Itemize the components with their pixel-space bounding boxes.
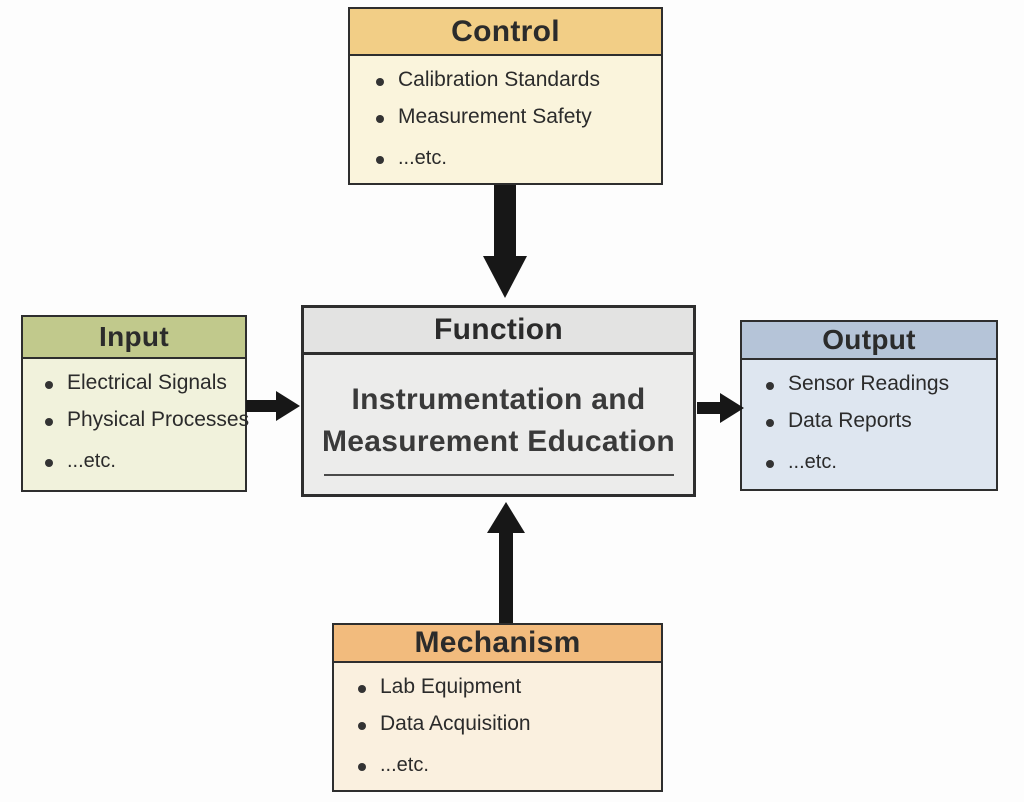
list-item-label: Physical Processes bbox=[67, 408, 250, 431]
output-box-header: Output bbox=[742, 322, 996, 360]
control-box-body: Calibration Standards Measurement Safety… bbox=[350, 56, 661, 183]
list-item-label: ...etc. bbox=[380, 754, 429, 776]
input-box: Input Electrical Signals Physical Proces… bbox=[21, 315, 249, 492]
list-item-label: Lab Equipment bbox=[380, 675, 522, 698]
arrow-shaft bbox=[494, 185, 516, 256]
control-list: Calibration Standards Measurement Safety… bbox=[350, 56, 661, 170]
arrow-shaft bbox=[246, 400, 276, 412]
mechanism-box-header: Mechanism bbox=[334, 625, 661, 663]
arrow-up-icon bbox=[486, 502, 526, 623]
bullet-dot-icon bbox=[45, 417, 53, 426]
mechanism-list: Lab Equipment Data Acquisition ...etc. bbox=[334, 663, 661, 777]
function-title: Function bbox=[433, 313, 564, 346]
list-item: Lab Equipment bbox=[358, 675, 655, 699]
mechanism-box-body: Lab Equipment Data Acquisition ...etc. bbox=[334, 663, 661, 790]
list-item: ...etc. bbox=[358, 754, 655, 777]
list-item-label: ...etc. bbox=[788, 451, 837, 473]
arrow-head bbox=[487, 502, 525, 533]
input-box-body: Electrical Signals Physical Processes ..… bbox=[23, 359, 249, 490]
list-item-label: Sensor Readings bbox=[788, 372, 950, 395]
list-item-label: Measurement Safety bbox=[398, 105, 592, 128]
bullet-dot-icon bbox=[376, 77, 384, 86]
list-item: ...etc. bbox=[376, 147, 655, 170]
list-item-label: Calibration Standards bbox=[398, 68, 600, 91]
control-box-header: Control bbox=[350, 9, 661, 56]
bullet-dot-icon bbox=[766, 418, 774, 427]
list-item-label: Data Reports bbox=[788, 409, 912, 432]
function-text-line1: Instrumentation and bbox=[351, 383, 646, 416]
bullet-dot-icon bbox=[45, 459, 53, 467]
list-item-label: Electrical Signals bbox=[67, 371, 227, 394]
list-item: ...etc. bbox=[766, 451, 990, 474]
input-box-header: Input bbox=[23, 317, 245, 359]
arrow-head bbox=[483, 256, 527, 298]
list-item-label: ...etc. bbox=[398, 147, 447, 169]
output-box-body: Sensor Readings Data Reports ...etc. bbox=[742, 360, 996, 489]
list-item: ...etc. bbox=[45, 450, 239, 473]
control-box: Control Calibration Standards Measuremen… bbox=[348, 7, 663, 185]
list-item-label: ...etc. bbox=[67, 450, 116, 472]
arrow-head bbox=[276, 391, 300, 421]
control-title: Control bbox=[451, 14, 560, 48]
bullet-dot-icon bbox=[766, 381, 774, 390]
function-underline bbox=[323, 474, 674, 476]
arrow-shaft bbox=[697, 402, 720, 414]
list-item: Physical Processes bbox=[45, 408, 249, 432]
arrow-head bbox=[720, 393, 744, 423]
output-title: Output bbox=[822, 324, 916, 355]
output-box: Output Sensor Readings Data Reports ...e… bbox=[740, 320, 998, 491]
function-text-line2: Measurement Education bbox=[321, 425, 676, 458]
input-title: Input bbox=[99, 321, 169, 352]
function-box-body: Instrumentation and Measurement Educatio… bbox=[304, 355, 693, 494]
list-item-label: Data Acquisition bbox=[380, 712, 531, 735]
list-item: Calibration Standards bbox=[376, 68, 655, 92]
list-item: Electrical Signals bbox=[45, 371, 239, 395]
function-box-header: Function bbox=[304, 308, 693, 355]
arrow-down-icon bbox=[483, 185, 527, 298]
list-item: Measurement Safety bbox=[376, 105, 655, 129]
arrow-right-icon bbox=[697, 393, 744, 423]
mechanism-title: Mechanism bbox=[414, 626, 581, 659]
list-item: Data Acquisition bbox=[358, 712, 655, 736]
bullet-dot-icon bbox=[358, 763, 366, 771]
arrow-right-icon bbox=[246, 391, 300, 421]
bullet-dot-icon bbox=[358, 684, 366, 693]
bullet-dot-icon bbox=[45, 380, 53, 389]
bullet-dot-icon bbox=[376, 114, 384, 123]
list-item: Sensor Readings bbox=[766, 372, 990, 396]
list-item: Data Reports bbox=[766, 409, 990, 433]
bullet-dot-icon bbox=[376, 156, 384, 164]
bullet-dot-icon bbox=[358, 721, 366, 730]
arrow-shaft bbox=[499, 533, 513, 623]
function-box: Function Instrumentation and Measurement… bbox=[301, 305, 696, 497]
input-list: Electrical Signals Physical Processes ..… bbox=[23, 359, 249, 473]
output-list: Sensor Readings Data Reports ...etc. bbox=[742, 360, 996, 474]
mechanism-box: Mechanism Lab Equipment Data Acquisition… bbox=[332, 623, 663, 792]
bullet-dot-icon bbox=[766, 460, 774, 468]
